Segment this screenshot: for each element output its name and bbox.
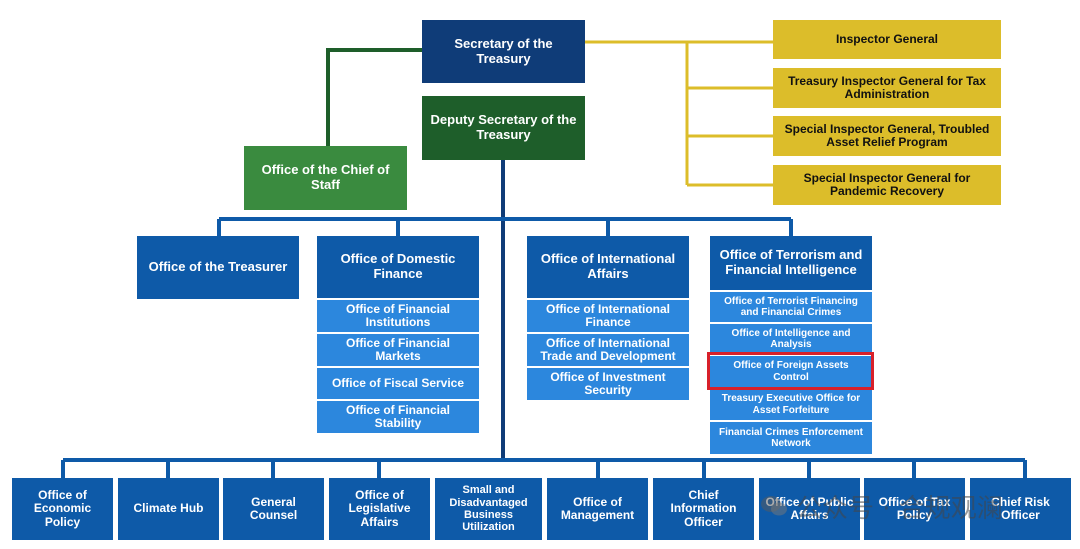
secretary-box: Secretary of the Treasury xyxy=(422,20,585,83)
tfi-box: Office of Terrorism and Financial Intell… xyxy=(710,236,872,290)
watermark: 公众号 · 合规观澜 xyxy=(760,486,1003,526)
intelligence-analysis-box: Office of Intelligence and Analysis xyxy=(710,324,872,354)
international-affairs-box: Office of International Affairs xyxy=(527,236,689,298)
terrorist-financing-box: Office of Terrorist Financing and Financ… xyxy=(710,292,872,322)
trade-development-box: Office of International Trade and Develo… xyxy=(527,334,689,366)
investment-security-box: Office of Investment Security xyxy=(527,368,689,400)
economic-policy-box: Office of Economic Policy xyxy=(12,478,113,540)
chief-risk-box: Chief Risk Officer xyxy=(970,478,1071,540)
deputy-secretary-box: Deputy Secretary of the Treasury xyxy=(422,96,585,160)
financial-stability-box: Office of Financial Stability xyxy=(317,401,479,433)
financial-institutions-box: Office of Financial Institutions xyxy=(317,300,479,332)
inspector-general-box: Inspector General xyxy=(773,20,1001,59)
cio-box: Chief Information Officer xyxy=(653,478,754,540)
ofac-highlight-frame xyxy=(707,352,874,390)
international-finance-box: Office of International Finance xyxy=(527,300,689,332)
sigpr-box: Special Inspector General for Pandemic R… xyxy=(773,165,1001,205)
treasurer-box: Office of the Treasurer xyxy=(137,236,299,299)
legislative-affairs-box: Office of Legislative Affairs xyxy=(329,478,430,540)
tigta-box: Treasury Inspector General for Tax Admin… xyxy=(773,68,1001,108)
climate-hub-box: Climate Hub xyxy=(118,478,219,540)
chief-of-staff-box: Office of the Chief of Staff xyxy=(244,146,407,210)
fincen-box: Financial Crimes Enforcement Network xyxy=(710,422,872,454)
financial-markets-box: Office of Financial Markets xyxy=(317,334,479,366)
tax-policy-box: Office of Tax Policy xyxy=(864,478,965,540)
sigtarp-box: Special Inspector General, Troubled Asse… xyxy=(773,116,1001,156)
fiscal-service-box: Office of Fiscal Service xyxy=(317,368,479,399)
chat-bubble-icon xyxy=(761,496,787,516)
general-counsel-box: General Counsel xyxy=(223,478,324,540)
ofac-box: Office of Foreign Assets Control xyxy=(710,356,872,387)
domestic-finance-box: Office of Domestic Finance xyxy=(317,236,479,298)
asset-forfeiture-box: Treasury Executive Office for Asset Forf… xyxy=(710,389,872,420)
management-box: Office of Management xyxy=(547,478,648,540)
watermark-text: 公众号 · 合规观澜 xyxy=(796,493,1003,524)
small-business-box: Small and Disadvantaged Business Utiliza… xyxy=(435,478,542,540)
